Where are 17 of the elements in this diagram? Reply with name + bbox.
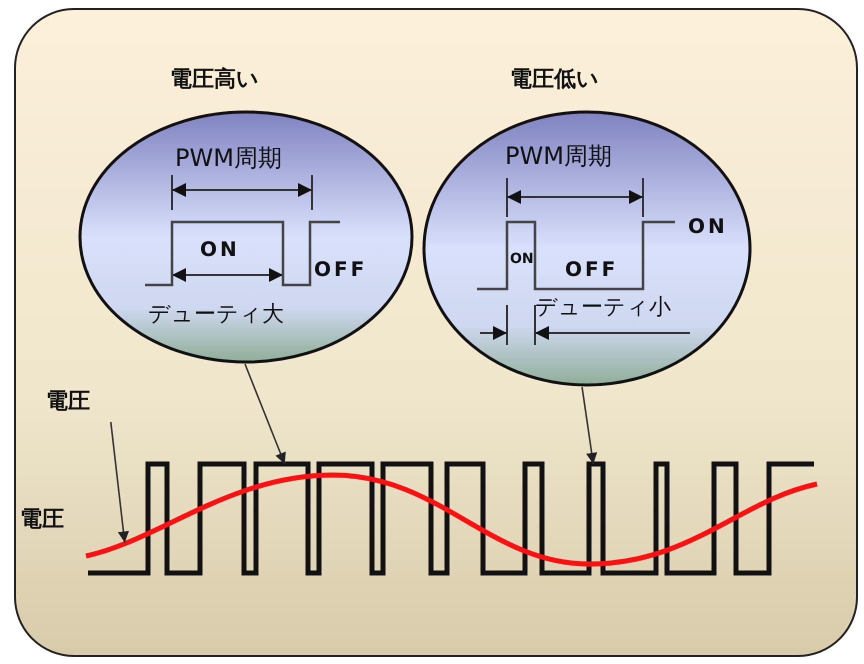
duty-label: デューティ小	[535, 296, 671, 320]
leader-arrow	[581, 386, 598, 464]
on-label: ON	[688, 215, 728, 237]
voltage-label: 電圧	[46, 390, 90, 414]
leader-arrow	[110, 422, 130, 543]
pwm-waveform-drawing	[88, 462, 814, 576]
period-label: PWM周期	[175, 145, 282, 172]
period-label: PWM周期	[505, 143, 612, 170]
voltage-label: 電圧	[20, 508, 64, 532]
heading: 電圧高い	[170, 68, 259, 92]
off-label: OFF	[565, 258, 618, 280]
leader-arrow	[244, 364, 286, 464]
off-label: OFF	[314, 258, 368, 280]
heading: 電圧低い	[510, 68, 599, 92]
on-label: ON	[510, 252, 534, 268]
on-label: ON	[200, 238, 240, 260]
duty-label: デューティ大	[148, 303, 284, 328]
